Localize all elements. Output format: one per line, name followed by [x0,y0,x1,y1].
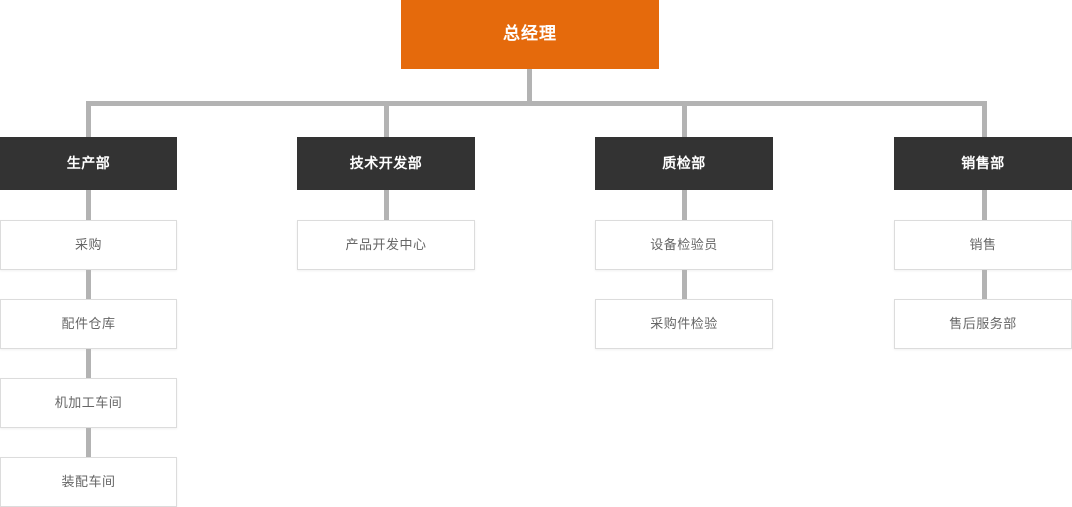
connector-b2-dept-to-child-1 [384,190,389,220]
connector-drop-branch-1 [86,101,91,138]
connector-b1-child-1-to-2 [86,270,91,299]
node-department-1-label: 生产部 [66,155,111,172]
node-department-2-label: 技术开发部 [349,155,423,172]
connector-drop-branch-2 [384,101,389,138]
node-department-3-label: 质检部 [662,155,706,172]
connector-drop-branch-3 [682,101,687,138]
node-b1-child-3-label: 机加工车间 [54,395,123,411]
node-department-4[interactable]: 销售部 [894,137,1072,190]
node-department-1[interactable]: 生产部 [0,137,177,190]
connector-horizontal-bus [86,101,987,106]
node-department-3[interactable]: 质检部 [595,137,773,190]
node-b1-child-4-label: 装配车间 [61,474,116,490]
connector-b1-child-3-to-4 [86,428,91,457]
connector-b4-dept-to-child-1 [982,190,987,220]
node-b4-child-1-label: 销售 [969,237,997,253]
node-b3-child-1[interactable]: 设备检验员 [595,220,773,270]
node-root-label: 总经理 [503,24,557,44]
node-b3-child-2[interactable]: 采购件检验 [595,299,773,349]
connector-b4-child-1-to-2 [982,270,987,299]
node-b1-child-1-label: 采购 [74,237,102,253]
connector-b3-dept-to-child-1 [682,190,687,220]
node-b2-child-1[interactable]: 产品开发中心 [297,220,475,270]
connector-root-stem [527,69,532,102]
node-b4-child-1[interactable]: 销售 [894,220,1072,270]
connector-b1-dept-to-child-1 [86,190,91,220]
node-department-2[interactable]: 技术开发部 [297,137,475,190]
connector-b1-child-2-to-3 [86,349,91,378]
connector-drop-branch-4 [982,101,987,138]
node-b4-child-2-label: 售后服务部 [949,316,1017,332]
node-b1-child-4[interactable]: 装配车间 [0,457,177,507]
node-b1-child-2[interactable]: 配件仓库 [0,299,177,349]
connector-b3-child-1-to-2 [682,270,687,299]
node-b1-child-1[interactable]: 采购 [0,220,177,270]
node-b3-child-2-label: 采购件检验 [650,316,718,332]
node-b2-child-1-label: 产品开发中心 [345,237,427,253]
node-b1-child-2-label: 配件仓库 [61,316,116,332]
node-b4-child-2[interactable]: 售后服务部 [894,299,1072,349]
node-department-4-label: 销售部 [961,155,1005,172]
node-b1-child-3[interactable]: 机加工车间 [0,378,177,428]
node-b3-child-1-label: 设备检验员 [650,237,718,253]
node-root-general-manager[interactable]: 总经理 [401,0,659,69]
